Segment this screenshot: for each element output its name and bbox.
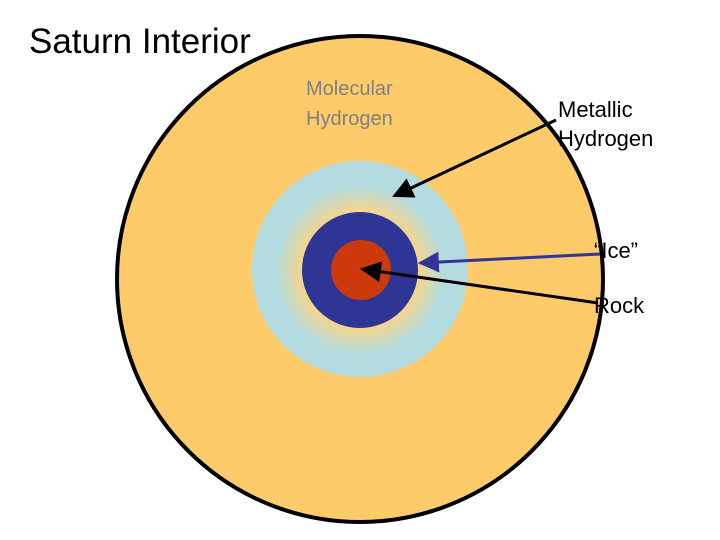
ice-label: “Ice”	[594, 238, 638, 263]
molecular-hydrogen-label-line2: Hydrogen	[306, 108, 393, 130]
molecular-hydrogen-label-line1: Molecular	[306, 78, 393, 100]
rock-core	[331, 240, 391, 300]
metallic-hydrogen-pointer-arrow	[392, 118, 557, 198]
molecular-hydrogen-label: Molecular Hydrogen	[306, 78, 398, 130]
metallic-hydrogen-label-line2: Hydrogen	[558, 126, 653, 151]
rock-pointer-arrow	[359, 261, 599, 305]
ice-pointer-arrow	[417, 251, 601, 273]
metallic-hydrogen-label-line1: Metallic	[558, 97, 633, 122]
page-title: Saturn Interior	[29, 22, 251, 61]
metallic-hydrogen-label: Metallic Hydrogen	[558, 97, 653, 151]
rock-label: Rock	[594, 293, 645, 318]
